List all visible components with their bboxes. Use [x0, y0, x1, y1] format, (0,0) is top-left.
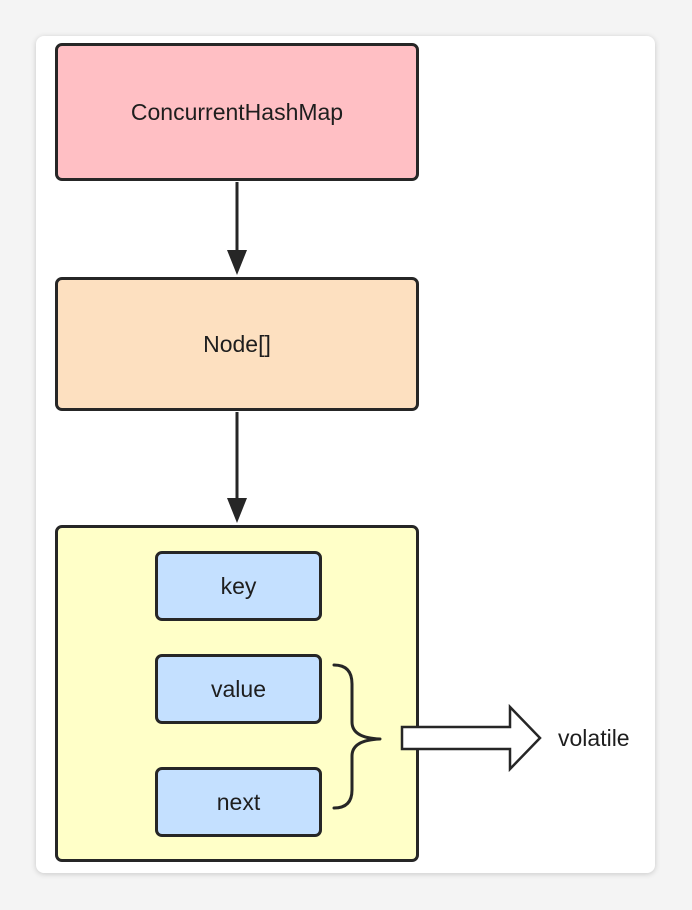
- curly-brace: [332, 663, 382, 810]
- node-array-label: Node[]: [203, 330, 271, 357]
- value-field-label: value: [211, 675, 266, 702]
- node-array-box: Node[]: [55, 277, 419, 411]
- arrow-chm-to-node: [227, 182, 247, 275]
- key-field-box: key: [155, 551, 322, 621]
- next-field-label: next: [216, 788, 261, 815]
- volatile-label: volatile: [558, 725, 630, 751]
- value-field-box: value: [155, 654, 322, 724]
- concurrenthashmap-box: ConcurrentHashMap: [55, 43, 419, 181]
- concurrenthashmap-label: ConcurrentHashMap: [130, 98, 344, 125]
- arrow-node-to-entry: [227, 412, 247, 523]
- key-field-label: key: [220, 572, 257, 599]
- volatile-arrow: [400, 703, 542, 773]
- next-field-box: next: [155, 767, 322, 837]
